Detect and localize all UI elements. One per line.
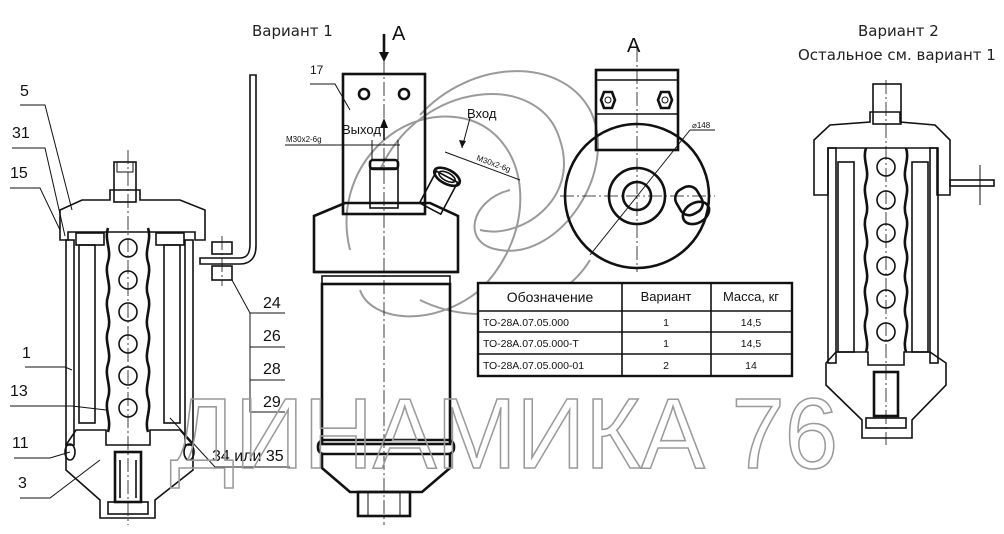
variant2-note: Остальное см. вариант 1: [798, 46, 996, 64]
callout-3: 3: [18, 475, 27, 492]
inlet-label: Вход: [467, 106, 497, 121]
callout-1: 1: [22, 345, 31, 362]
table-cell-mass: 14,5: [741, 317, 762, 329]
callout-29: 29: [263, 394, 281, 411]
outlet-label: Выход: [342, 122, 381, 137]
callout-leaders: [10, 83, 351, 499]
outlet-thread-label: М30х2-6g: [286, 135, 322, 144]
view-a-title: А: [627, 35, 641, 57]
table-cell-variant: 1: [663, 317, 669, 329]
callout-26: 26: [263, 328, 281, 345]
table-row: ТО-28А.07.05.000 1 14,5: [483, 317, 761, 329]
table-cell-variant: 1: [663, 338, 669, 350]
callout-13: 13: [10, 383, 28, 400]
table-row: ТО-28А.07.05.000-Т 1 14,5: [483, 338, 761, 350]
diameter-label: ⌀148: [692, 121, 711, 130]
callout-24: 24: [263, 295, 281, 312]
table-cell-mass: 14,5: [741, 338, 762, 350]
callout-11: 11: [12, 435, 29, 452]
drawing-labels: Вариант 1 А А Вариант 2 Остальное см. ва…: [10, 22, 996, 492]
table-cell-designation: ТО-28А.07.05.000-01: [483, 360, 584, 372]
section-view-right: [813, 80, 995, 445]
callout-15: 15: [10, 165, 28, 182]
callout-5: 5: [20, 83, 29, 100]
variant1-title: Вариант 1: [252, 22, 333, 40]
table-cell-variant: 2: [663, 360, 669, 372]
external-view-middle: [285, 34, 521, 525]
callout-34-or-35: 34 или 35: [212, 448, 284, 465]
table-row: ТО-28А.07.05.000-01 2 14: [483, 360, 757, 372]
table-header-variant: Вариант: [641, 289, 692, 304]
section-view-left: [59, 74, 257, 525]
variants-table: Обозначение Вариант Масса, кг ТО-28А.07.…: [476, 281, 794, 378]
table-cell-designation: ТО-28А.07.05.000-Т: [483, 338, 579, 350]
callout-17: 17: [310, 63, 324, 77]
table-header-designation: Обозначение: [507, 289, 594, 305]
table-header-mass: Масса, кг: [723, 289, 779, 304]
view-arrow-label: А: [392, 23, 406, 45]
view-a: [560, 48, 715, 272]
table-cell-designation: ТО-28А.07.05.000: [483, 317, 569, 329]
callout-28: 28: [263, 361, 281, 378]
callout-31: 31: [12, 125, 30, 142]
inlet-thread-label: М30х2-6g: [475, 153, 512, 174]
variant2-title: Вариант 2: [858, 22, 939, 40]
table-cell-mass: 14: [745, 360, 757, 372]
watermark-text: ДИНАМИКА 76: [170, 378, 838, 490]
